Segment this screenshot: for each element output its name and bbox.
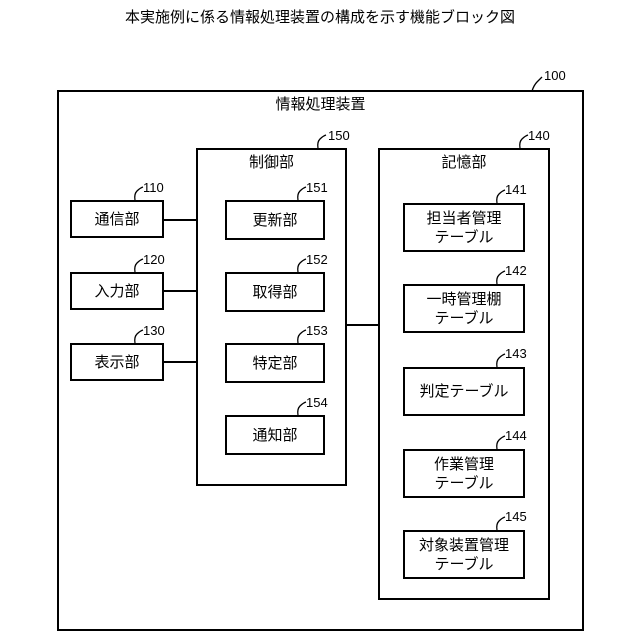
target-device-table-label: 対象装置管理 テーブル bbox=[403, 530, 525, 579]
device-label: 情報処理装置 bbox=[57, 93, 584, 114]
display-unit-ref: 130 bbox=[143, 323, 165, 338]
person-in-charge-table-ref: 141 bbox=[505, 182, 527, 197]
display-unit-label: 表示部 bbox=[70, 343, 164, 381]
target-device-table-ref: 145 bbox=[505, 509, 527, 524]
notify-unit-ref: 154 bbox=[306, 395, 328, 410]
control-section-ref: 150 bbox=[328, 128, 350, 143]
identify-unit-ref: 153 bbox=[306, 323, 328, 338]
work-management-table-ref: 144 bbox=[505, 428, 527, 443]
update-unit-ref: 151 bbox=[306, 180, 328, 195]
leader-100 bbox=[532, 77, 542, 91]
control-section-label: 制御部 bbox=[196, 151, 347, 172]
work-management-table-label: 作業管理 テーブル bbox=[403, 449, 525, 498]
identify-unit-label: 特定部 bbox=[225, 343, 325, 383]
judgment-table-ref: 143 bbox=[505, 346, 527, 361]
acquire-unit-ref: 152 bbox=[306, 252, 328, 267]
notify-unit-label: 通知部 bbox=[225, 415, 325, 455]
input-unit-label: 入力部 bbox=[70, 272, 164, 310]
temporary-shelf-table-ref: 142 bbox=[505, 263, 527, 278]
update-unit-label: 更新部 bbox=[225, 200, 325, 240]
communication-unit-label: 通信部 bbox=[70, 200, 164, 238]
input-unit-ref: 120 bbox=[143, 252, 165, 267]
temporary-shelf-table-label: 一時管理棚 テーブル bbox=[403, 284, 525, 333]
judgment-table-label: 判定テーブル bbox=[403, 367, 525, 416]
person-in-charge-table-label: 担当者管理 テーブル bbox=[403, 203, 525, 252]
storage-section-ref: 140 bbox=[528, 128, 550, 143]
device-ref: 100 bbox=[544, 68, 566, 83]
acquire-unit-label: 取得部 bbox=[225, 272, 325, 312]
figure-title: 本実施例に係る情報処理装置の構成を示す機能ブロック図 bbox=[0, 6, 640, 27]
storage-section-label: 記憶部 bbox=[378, 151, 550, 172]
communication-unit-ref: 110 bbox=[143, 180, 164, 195]
